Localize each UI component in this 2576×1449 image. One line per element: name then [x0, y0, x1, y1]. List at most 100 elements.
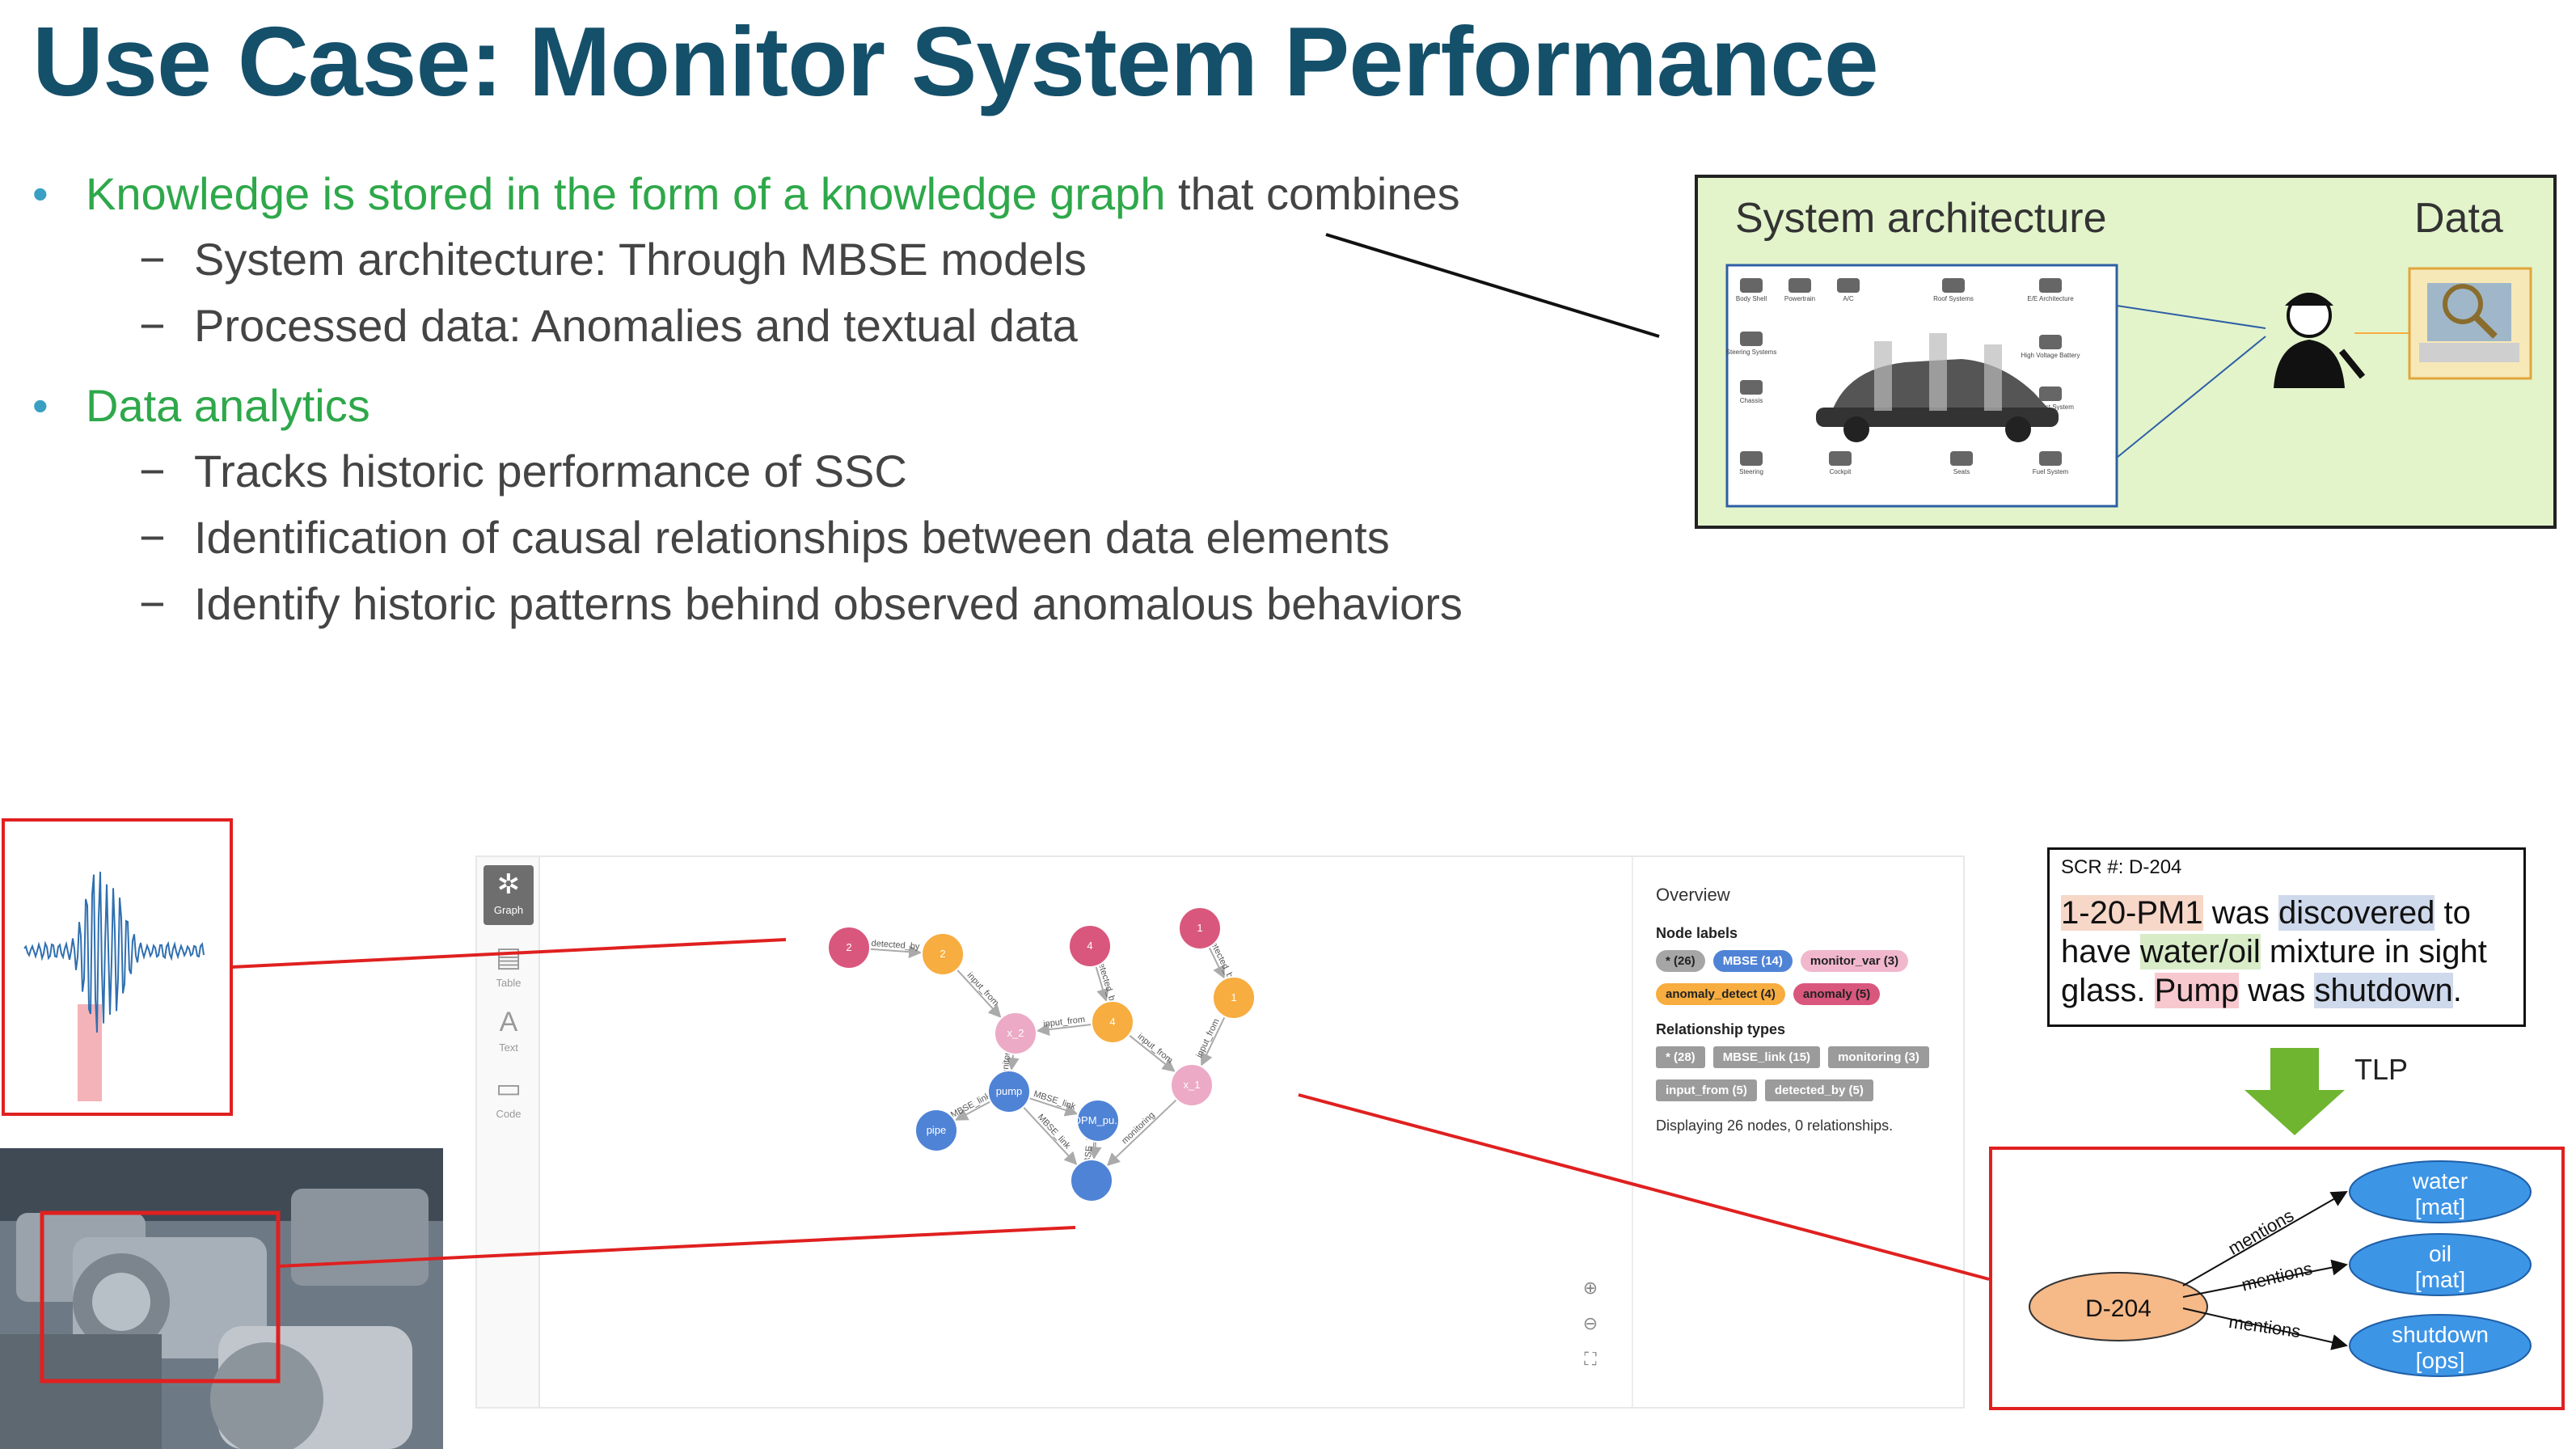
connector-line: [2116, 336, 2266, 458]
node-label-chip[interactable]: anomaly_detect (4): [1656, 983, 1785, 1005]
node-label-chips: * (26) MBSE (14) monitor_var (3) anomaly_de…: [1656, 950, 1947, 1005]
relationship-type-chip[interactable]: input_from (5): [1656, 1079, 1757, 1101]
svg-text:Steering Systems: Steering Systems: [1726, 349, 1777, 356]
node-labels-heading: Node labels: [1656, 925, 1738, 941]
node-label-chip[interactable]: MBSE (14): [1712, 950, 1793, 972]
highlighted-term: water/oil: [2139, 934, 2261, 970]
graph-node-label: pump: [996, 1085, 1023, 1097]
relationship-types-heading: Relationship types: [1656, 1021, 1786, 1037]
graph-node[interactable]: 4: [1068, 924, 1112, 968]
tlp-target-node: water[mat]: [2349, 1160, 2532, 1223]
sub-bullet: −Tracks historic performance of SSC: [32, 438, 1617, 505]
graph-node[interactable]: 1: [1178, 906, 1222, 950]
svg-text:[mat]: [mat]: [2415, 1267, 2465, 1292]
sub-bullet-text: Tracks historic performance of SSC: [194, 446, 907, 496]
svg-text:Cockpit: Cockpit: [1830, 468, 1852, 475]
data-label: Data: [2414, 195, 2503, 242]
tlp-arrow-icon: [2244, 1048, 2345, 1135]
relationship-type-chip[interactable]: monitoring (3): [1828, 1046, 1929, 1068]
svg-text:Chassis: Chassis: [1740, 397, 1763, 404]
graph-node[interactable]: pipe: [914, 1109, 958, 1152]
tlp-label: TLP: [2354, 1053, 2409, 1086]
node-label-chip[interactable]: anomaly (5): [1793, 983, 1881, 1005]
graph-icon: ✲: [496, 869, 521, 900]
fit-icon[interactable]: ⛶: [1584, 1349, 1597, 1369]
code-view-button[interactable]: ▭Code: [484, 1069, 534, 1129]
graph-node[interactable]: 2: [921, 932, 965, 976]
display-summary: Displaying 26 nodes, 0 relationships.: [1656, 1117, 1894, 1134]
graph-node-label: 2: [846, 941, 851, 953]
graph-edge: [1028, 1097, 1079, 1117]
relationship-type-chip[interactable]: MBSE_link (15): [1712, 1046, 1821, 1068]
sub-bullet-text: Processed data: Anomalies and textual da…: [194, 300, 1078, 351]
highlighted-term: 1-20-PM1: [2061, 895, 2203, 931]
car-part-icon: Body Shell: [1736, 278, 1767, 302]
graph-edge: [1095, 965, 1109, 1003]
graph-node[interactable]: pump: [987, 1070, 1031, 1113]
tlp-source-node: D-204: [2029, 1272, 2208, 1341]
sub-bullet: −Identify historic patterns behind obser…: [32, 571, 1617, 637]
connector-line: [2116, 305, 2266, 329]
signal-plot-box: [2, 818, 233, 1116]
engineer-icon: [2274, 293, 2366, 388]
zoom-out-icon[interactable]: ⊖: [1582, 1313, 1598, 1333]
svg-text:A/C: A/C: [1843, 295, 1854, 302]
bullet-dot-icon: •: [32, 380, 49, 431]
svg-text:oil: oil: [2429, 1241, 2451, 1266]
graph-node[interactable]: 4: [1091, 1000, 1134, 1044]
graph-node-label: x_1: [1184, 1079, 1201, 1091]
relationship-type-chip[interactable]: detected_by (5): [1764, 1079, 1873, 1101]
scr-text-segment: to have: [2061, 895, 2471, 970]
graph-node[interactable]: OPM_pu...: [1073, 1099, 1123, 1143]
graph-node[interactable]: x_2: [994, 1012, 1037, 1055]
sub-bullet: −Processed data: Anomalies and textual d…: [32, 293, 1617, 359]
overview-pane: Overview Node labels * (26) MBSE (14) moni…: [1632, 857, 1966, 1407]
table-view-button[interactable]: ▤Table: [484, 938, 534, 998]
graph-node[interactable]: [1070, 1159, 1113, 1202]
tlp-target-node: shutdown[ops]: [2349, 1314, 2532, 1377]
graph-node-label: pipe: [927, 1124, 947, 1136]
bullet-analytics: • Data analytics: [32, 374, 1617, 438]
tlp-edge: [2182, 1259, 2348, 1298]
scr-text-segment: was: [2202, 895, 2278, 931]
tlp-link-line: [1298, 1093, 1990, 1281]
svg-text:Seats: Seats: [1953, 468, 1970, 475]
graph-edge: [1106, 1099, 1177, 1167]
graph-view-button[interactable]: ✲Graph: [484, 865, 534, 925]
car-part-icon: Powertrain: [1784, 278, 1815, 302]
graph-node[interactable]: 1: [1212, 976, 1256, 1020]
scr-text-segment: was: [2239, 973, 2315, 1008]
dash-icon: −: [139, 446, 166, 496]
signal-highlight: [78, 1004, 102, 1101]
node-label-chip[interactable]: * (26): [1656, 950, 1705, 972]
graph-node-label: 1: [1197, 922, 1202, 934]
graph-canvas[interactable]: detected_byinput_frominput_fromdetected_…: [542, 857, 1569, 1407]
svg-text:Fuel System: Fuel System: [2033, 468, 2069, 475]
relationship-type-chip[interactable]: * (28): [1656, 1046, 1705, 1068]
car-part-icon: High Voltage Battery: [2021, 335, 2080, 359]
svg-text:[mat]: [mat]: [2415, 1194, 2465, 1219]
svg-text:High Voltage Battery: High Voltage Battery: [2021, 352, 2080, 359]
graph-node[interactable]: x_1: [1170, 1063, 1214, 1107]
laptop-icon: [2408, 267, 2532, 380]
node-label-chip[interactable]: monitor_var (3): [1800, 950, 1909, 972]
tlp-edge: [2182, 1307, 2348, 1350]
car-part-icon: A/C: [1837, 278, 1860, 302]
graph-node-label: 4: [1109, 1016, 1115, 1028]
zoom-in-icon[interactable]: ⊕: [1582, 1278, 1598, 1298]
table-icon: ▤: [495, 942, 522, 973]
svg-text:Powertrain: Powertrain: [1784, 295, 1815, 302]
bullet-green-text: Knowledge is stored in the form of a kno…: [86, 168, 1166, 219]
car-part-icon: Steering Systems: [1726, 332, 1777, 356]
overview-heading: Overview: [1656, 885, 1730, 905]
dash-icon: −: [139, 234, 166, 285]
graph-node[interactable]: 2: [827, 926, 871, 970]
graph-edge: [1128, 1034, 1176, 1072]
tlp-edge: [2182, 1191, 2348, 1286]
highlighted-term: Pump: [2154, 973, 2240, 1008]
